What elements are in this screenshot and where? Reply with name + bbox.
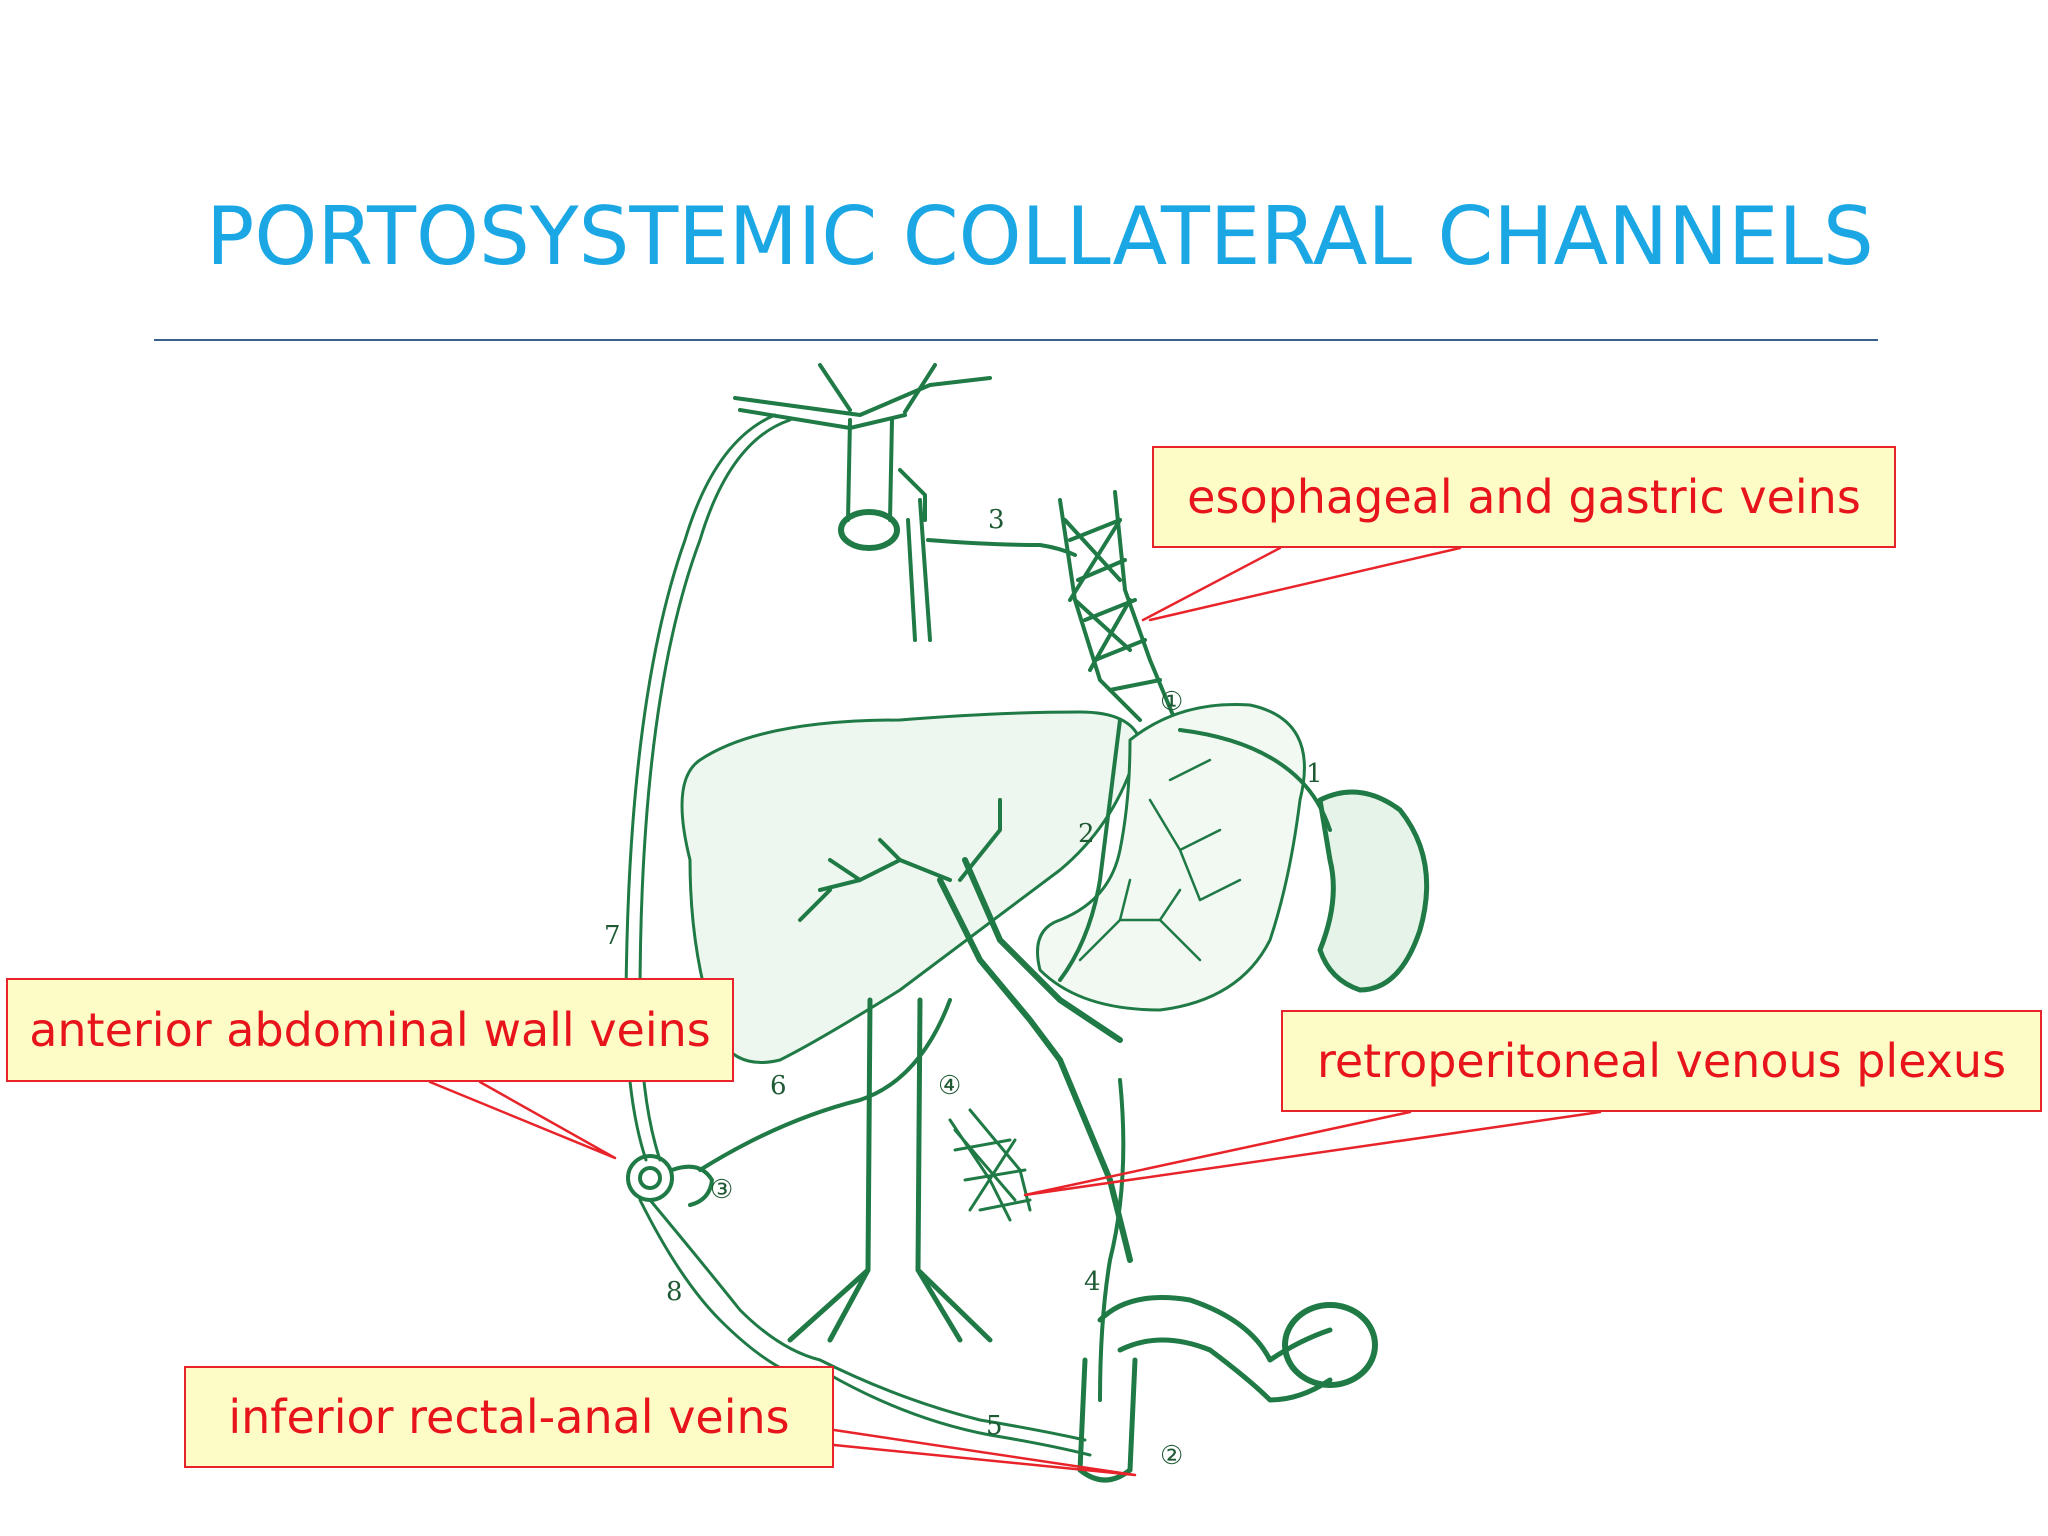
callout-pointers [428, 546, 1602, 1477]
stomach [1036, 702, 1306, 1012]
vessel-3 [926, 538, 1077, 557]
callout-esophageal-gastric-veins: esophageal and gastric veins [1152, 446, 1896, 548]
label-vessel-5: 5 [986, 1411, 1003, 1441]
title-divider [154, 339, 1878, 341]
callout-inferior-rectal-anal-veins: inferior rectal-anal veins [184, 1366, 834, 1468]
intrahepatic-branches [798, 798, 1002, 922]
pointer-rectal [832, 1428, 1137, 1477]
callout-retroperitoneal-venous-plexus: retroperitoneal venous plexus [1281, 1010, 2042, 1112]
callout-anterior-abdominal-wall-veins: anterior abdominal wall veins [6, 978, 734, 1082]
gastric-branches [1078, 758, 1242, 962]
colon-rectum [1077, 1295, 1378, 1483]
superior-vena-cava [733, 363, 992, 642]
umbilical-plexus [626, 1154, 714, 1207]
esophageal-plexus [1058, 490, 1177, 722]
pointer-retroperitoneal [1023, 1110, 1602, 1197]
portal-vein [937, 857, 1133, 1263]
label-site-4: ④ [938, 1071, 961, 1101]
label-site-2: ② [1160, 1441, 1183, 1471]
pointer-esophageal [1141, 546, 1462, 622]
vessel-1 [1178, 728, 1332, 832]
vessel-4 [1098, 1078, 1126, 1402]
label-site-3: ③ [710, 1175, 733, 1205]
vessel-2 [1058, 718, 1122, 982]
label-vessel-2: 2 [1078, 819, 1095, 849]
label-site-1: ① [1160, 687, 1183, 717]
slide-title: PORTOSYSTEMIC COLLATERAL CHANNELS [206, 190, 1874, 283]
label-vessel-8: 8 [666, 1277, 683, 1307]
vessel-5 [818, 1358, 1092, 1457]
label-vessel-1: 1 [1306, 759, 1323, 789]
vessel-6 [698, 998, 952, 1172]
label-vessel-7: 7 [604, 921, 621, 951]
spleen [1317, 789, 1430, 993]
inferior-vena-cava [787, 997, 993, 1343]
label-vessel-4: 4 [1084, 1267, 1101, 1297]
label-vessel-6: 6 [770, 1071, 787, 1101]
retroperitoneal-plexus [948, 1108, 1032, 1222]
pointer-anterior [428, 1080, 617, 1160]
label-vessel-3: 3 [988, 505, 1005, 535]
